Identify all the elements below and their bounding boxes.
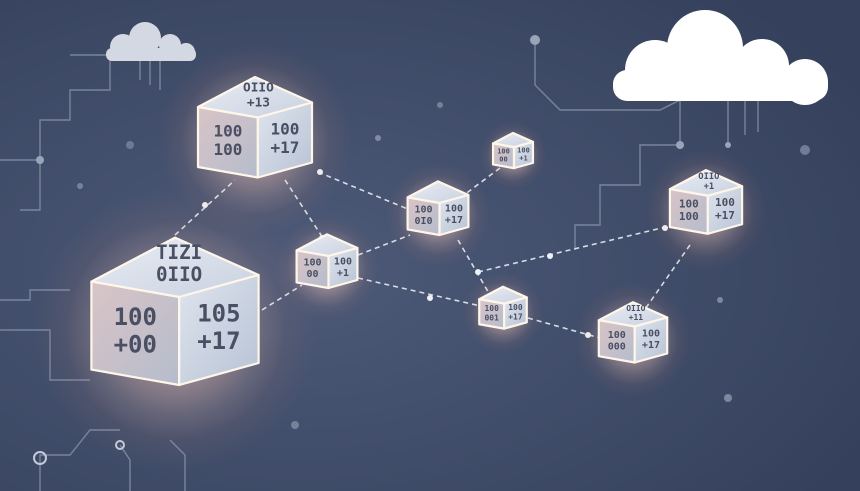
cube-right-text: 100+1 bbox=[517, 147, 530, 163]
circuit-nodes bbox=[36, 35, 810, 429]
cube-top-text: OIIO+13 bbox=[243, 81, 274, 111]
cube-right-text: 100+17 bbox=[445, 204, 463, 227]
cube-top-text: OIIO+11 bbox=[626, 304, 645, 322]
cube-right-text: 100+17 bbox=[270, 119, 299, 156]
cube-top-text: OIIO+1 bbox=[698, 172, 719, 192]
cube-right-face bbox=[706, 185, 744, 235]
cube-right-text: 100+1 bbox=[334, 257, 352, 280]
cube-right-face bbox=[327, 246, 359, 290]
cube-right-text: 105+17 bbox=[197, 300, 240, 356]
cube-right-face bbox=[503, 296, 528, 330]
cube-right-text: 100+17 bbox=[508, 303, 523, 321]
cube-right-text: 100+17 bbox=[715, 196, 735, 222]
cube-left-text: 100+00 bbox=[114, 303, 157, 359]
cloud-small bbox=[106, 22, 196, 61]
cube-right-face bbox=[512, 140, 535, 170]
cube-right-face bbox=[178, 273, 260, 387]
cube-right-face bbox=[438, 193, 470, 237]
cube-right-face bbox=[256, 101, 314, 179]
cube-right-face bbox=[633, 316, 669, 364]
cube-right-text: 100+17 bbox=[642, 329, 660, 352]
cloud-large bbox=[613, 10, 828, 105]
